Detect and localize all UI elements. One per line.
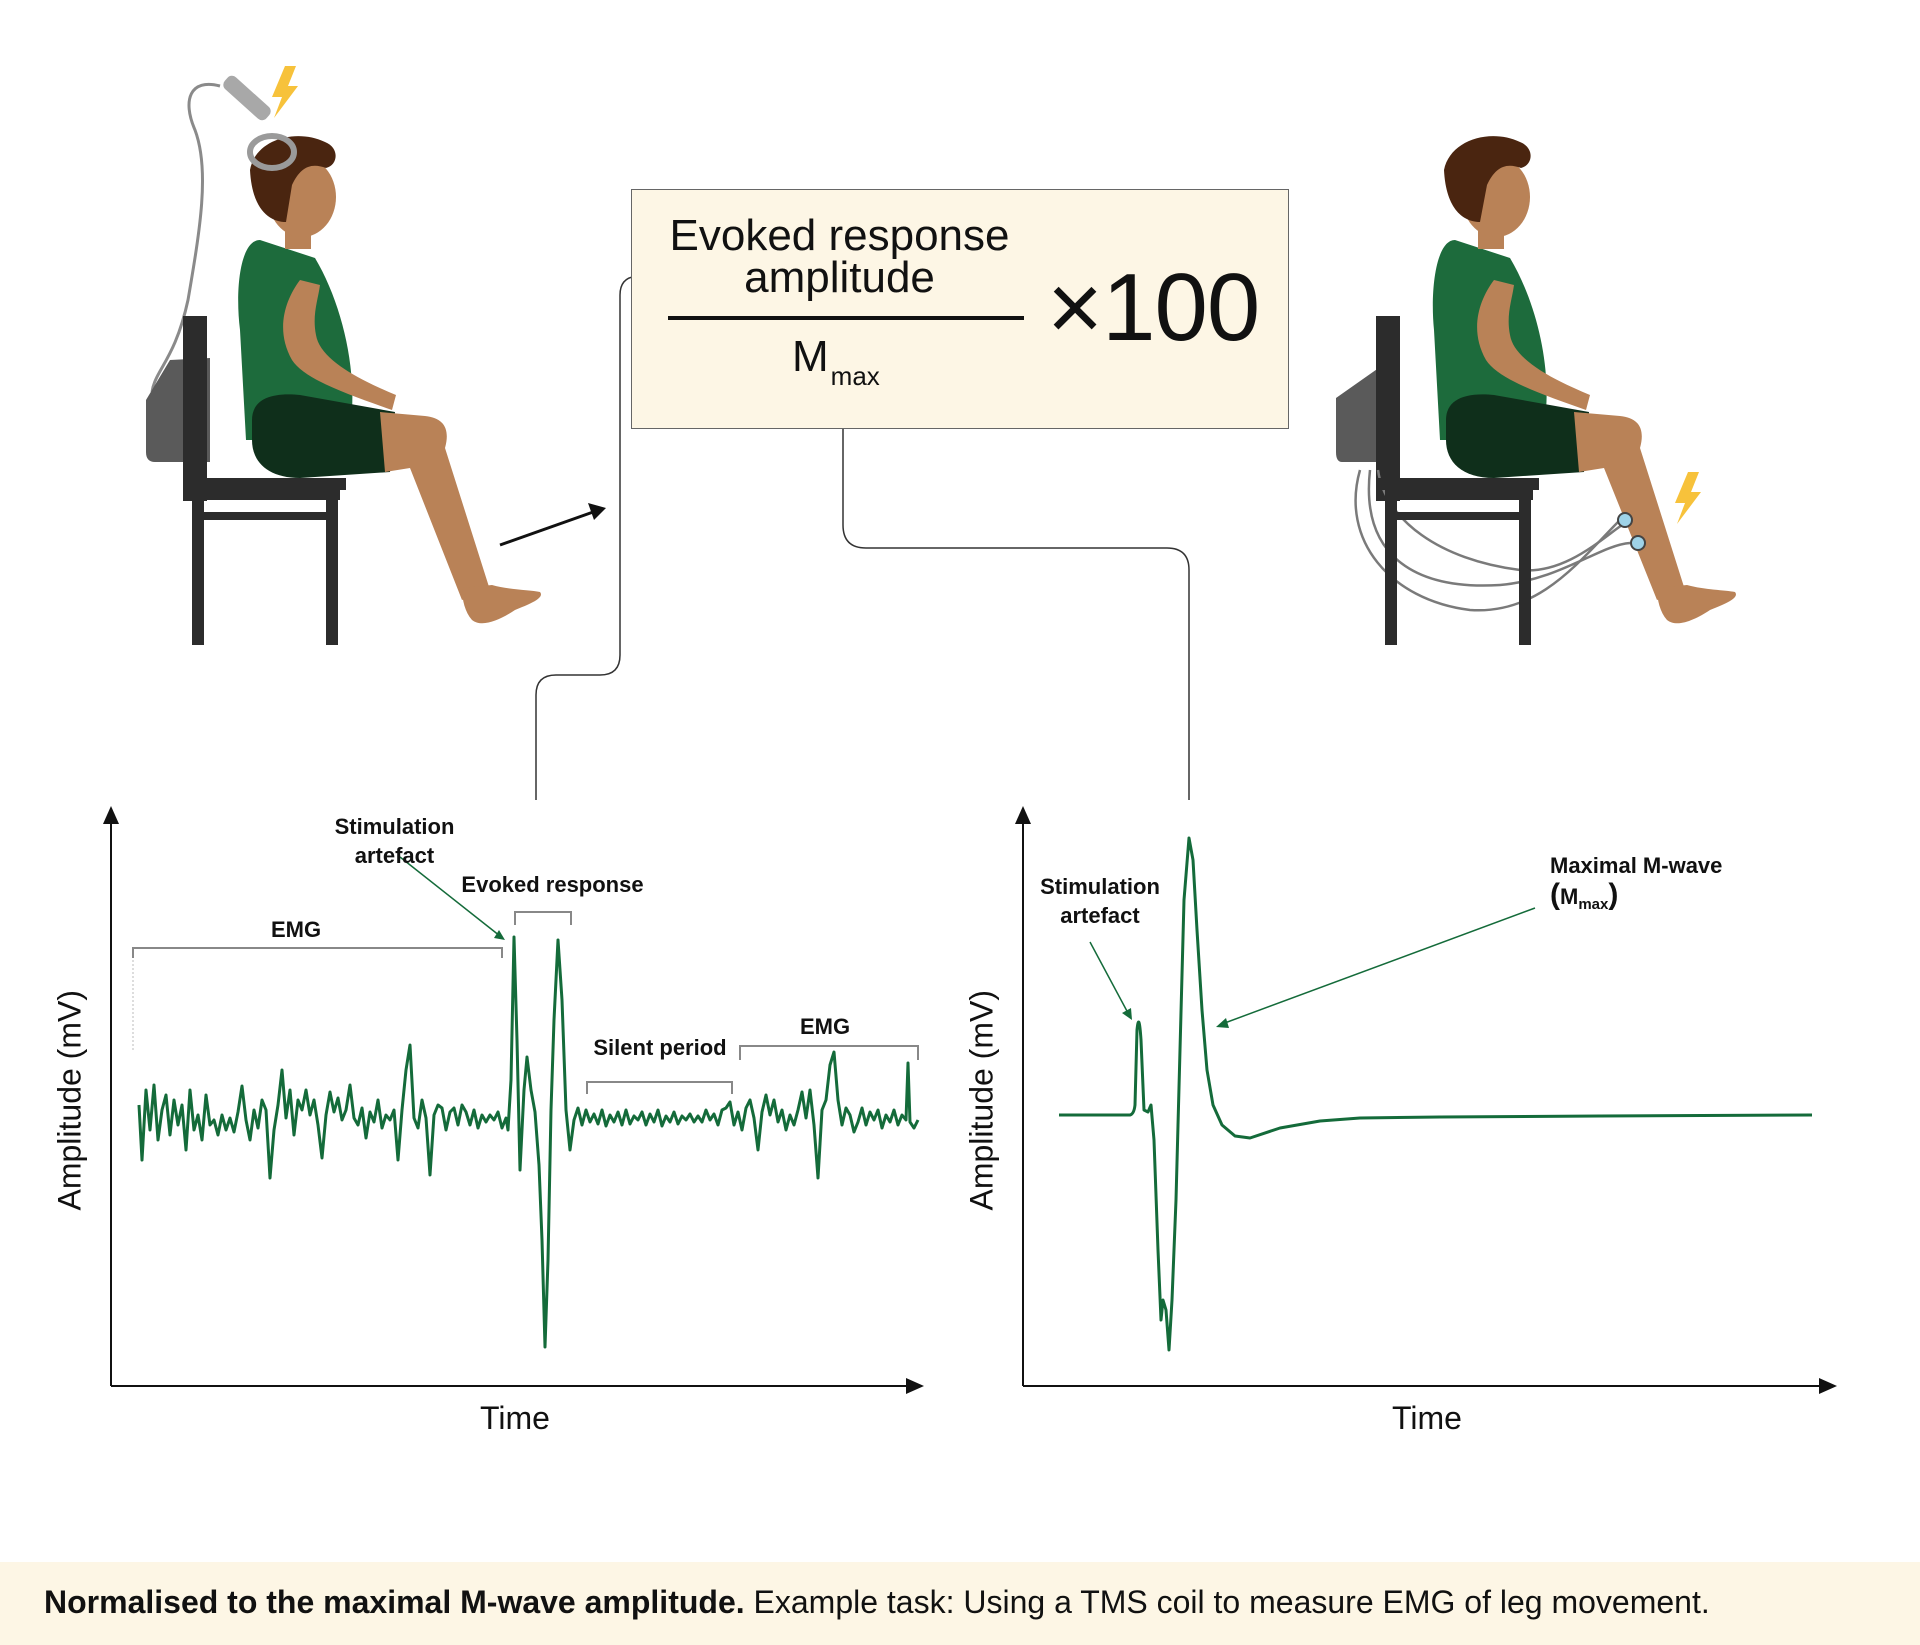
- caption-rest: Example task: Using a TMS coil to measur…: [744, 1584, 1710, 1620]
- left-y-axis-title: Amplitude (mV): [51, 990, 88, 1211]
- connector-numerator: [535, 275, 690, 800]
- right-chart: [1015, 806, 1837, 1394]
- left-leg: [380, 412, 490, 600]
- formula-denominator: Mmax: [792, 332, 880, 392]
- right-arm: [1477, 280, 1590, 410]
- silent-period-bracket: [586, 1081, 733, 1094]
- left-chart: [103, 806, 924, 1394]
- left-arm: [283, 280, 396, 410]
- formula-panel: Evoked response amplitude Mmax ×100: [631, 189, 1289, 429]
- left-x-axis-title: Time: [480, 1400, 550, 1436]
- right-person-electrode-figure: [1336, 136, 1736, 645]
- evoked-response-bracket: [514, 911, 572, 925]
- tms-coil-ring: [247, 133, 297, 171]
- mmax-pointer: [1221, 907, 1536, 1025]
- right-lightning-icon: [1675, 472, 1701, 524]
- emg-after-bracket: [739, 1045, 919, 1060]
- flow-arrow: [499, 509, 597, 547]
- emg-label: EMG: [270, 917, 322, 942]
- left-stimulation-artefact-label: Stimulation artefact: [334, 814, 455, 868]
- right-foot: [1657, 585, 1736, 624]
- artefact-pointer: [399, 856, 501, 937]
- left-foot: [462, 585, 541, 624]
- electrode-icon: [1617, 512, 1633, 528]
- left-lightning-icon: [272, 66, 298, 118]
- right-leg: [1574, 412, 1685, 600]
- coil-cable: [150, 82, 221, 393]
- formula-multiplier: ×100: [1047, 254, 1260, 361]
- fraction-line: [668, 316, 1024, 320]
- silent-period-label: Silent period: [593, 1035, 727, 1060]
- left-emg-trace: [137, 935, 920, 1349]
- emg-after-label: EMG: [799, 1014, 851, 1039]
- right-chair-back: [1376, 316, 1400, 501]
- left-hair: [250, 136, 336, 222]
- emg-bracket: [132, 947, 503, 958]
- evoked-response-label: Evoked response: [461, 872, 644, 897]
- connector-denominator: [842, 412, 1190, 800]
- caption-text: Normalised to the maximal M-wave amplitu…: [44, 1582, 1710, 1622]
- left-shorts: [252, 394, 395, 478]
- caption-bold: Normalised to the maximal M-wave amplitu…: [44, 1584, 745, 1620]
- right-y-axis-title: Amplitude (mV): [963, 990, 1000, 1211]
- right-stimulation-artefact-label: Stimulation artefact: [1040, 874, 1160, 928]
- left-person-tms-figure: [146, 66, 541, 645]
- formula-numerator: Evoked response amplitude: [669, 211, 1010, 302]
- right-x-axis-title: Time: [1392, 1400, 1462, 1436]
- right-artefact-pointer: [1089, 941, 1129, 1014]
- right-hair: [1444, 136, 1531, 222]
- right-mwave-trace: [1059, 836, 1813, 1352]
- caption-bar: Normalised to the maximal M-wave amplitu…: [0, 1562, 1920, 1645]
- left-chair-back: [183, 316, 207, 501]
- electrode-icon: [1630, 535, 1646, 551]
- mmax-label: Maximal M-wave (Mmax): [1550, 853, 1723, 913]
- right-shorts: [1446, 394, 1589, 478]
- tms-coil-handle: [223, 75, 271, 121]
